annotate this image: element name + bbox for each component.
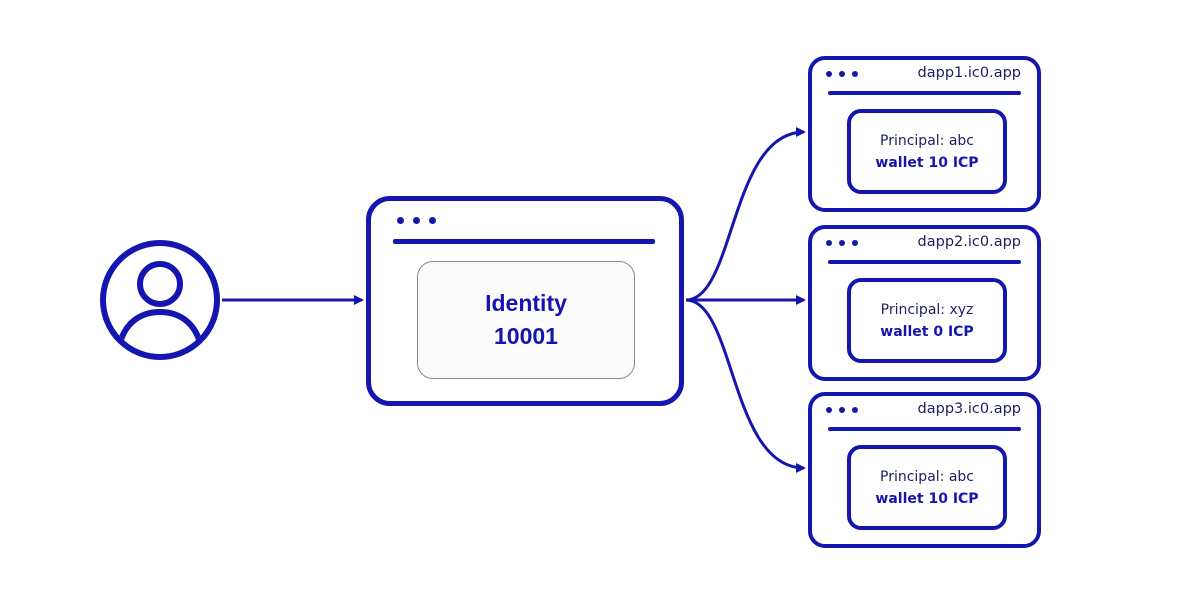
identity-card: Identity 10001 — [417, 261, 635, 379]
dapp-url: dapp2.ic0.app — [917, 234, 1021, 250]
dapp-window-3: dapp3.ic0.app Principal: abc wallet 10 I… — [808, 392, 1041, 548]
identity-number: 10001 — [494, 323, 558, 349]
window-dots-icon — [826, 407, 858, 413]
arrow-identity-to-dapp3 — [685, 298, 806, 473]
wallet-label: wallet 0 ICP — [880, 323, 974, 340]
window-dots-icon — [826, 71, 858, 77]
user-avatar-icon — [100, 240, 220, 360]
principal-label: Principal: abc — [880, 132, 974, 149]
arrow-identity-to-dapp1 — [685, 127, 806, 302]
dapp-url: dapp1.ic0.app — [917, 65, 1021, 81]
window-title-bar — [828, 260, 1021, 264]
dapp-window-2: dapp2.ic0.app Principal: xyz wallet 0 IC… — [808, 225, 1041, 381]
window-title-bar — [828, 91, 1021, 95]
window-dots-icon — [826, 240, 858, 246]
window-dots-icon — [397, 217, 436, 224]
identity-window: Identity 10001 — [366, 196, 684, 406]
identity-title: Identity — [485, 290, 567, 316]
principal-label: Principal: abc — [880, 468, 974, 485]
principal-card: Principal: abc wallet 10 ICP — [847, 445, 1007, 530]
principal-card: Principal: xyz wallet 0 ICP — [847, 278, 1007, 363]
wallet-label: wallet 10 ICP — [875, 154, 979, 171]
principal-label: Principal: xyz — [880, 301, 974, 318]
principal-card: Principal: abc wallet 10 ICP — [847, 109, 1007, 194]
wallet-label: wallet 10 ICP — [875, 490, 979, 507]
dapp-url: dapp3.ic0.app — [917, 401, 1021, 417]
window-title-bar — [828, 427, 1021, 431]
window-title-bar — [393, 239, 655, 244]
dapp-window-1: dapp1.ic0.app Principal: abc wallet 10 I… — [808, 56, 1041, 212]
